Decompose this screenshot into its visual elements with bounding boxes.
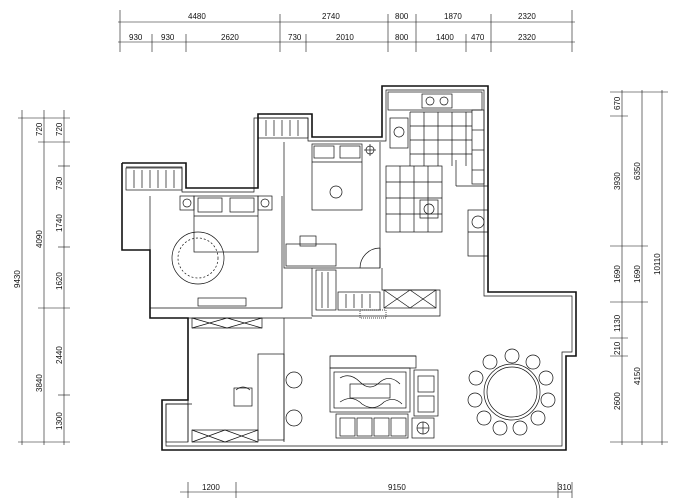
dim-top-1-3: 800 [395,12,409,21]
interior-walls [149,142,488,442]
right-dimension-chain: 670 3930 1690 1130 210 2600 6350 1690 41… [610,90,668,445]
dim-right-inner-1: 670 [613,96,622,110]
bed-bedroom2 [311,143,376,211]
shoe-cabinet [315,269,437,319]
desk-bedroom2 [285,235,337,267]
study-desk [233,353,285,441]
dim-top-2-6: 800 [395,33,409,42]
study-balcony [165,403,189,443]
dim-left-inner-2: 730 [55,176,64,190]
bathroom-tiles [386,166,442,232]
dim-left-inner-4: 1620 [55,272,64,290]
wardrobe-bedroom2 [257,117,309,139]
dim-bottom-3: 310 [558,483,572,492]
dim-left-inner-3: 1740 [55,214,64,232]
study-cabinet-top [191,317,263,329]
dim-right-mid-2: 1690 [633,265,642,283]
kitchen-counter [387,91,485,185]
bar-stools [285,371,303,427]
dim-left-mid-1: 720 [35,122,44,136]
top-dimension-chain: 4480 2740 800 1870 2320 930 930 2620 730… [118,10,575,52]
wardrobe-bedroom1 [125,167,183,191]
door-swing-bedroom2 [359,247,381,269]
dim-left-mid-2: 4090 [35,230,44,248]
dim-top-1-5: 2320 [518,12,536,21]
sofa-main [335,413,409,439]
dining-table [483,363,541,421]
dim-top-2-5: 2010 [336,33,354,42]
dim-top-1-2: 2740 [322,12,340,21]
dim-top-2-4: 730 [288,33,302,42]
bed-bedroom1 [179,195,273,253]
dim-left-inner-6: 1300 [55,412,64,430]
living-rug [329,367,411,413]
dim-left-outer: 9430 [13,270,22,288]
dim-top-1-4: 1870 [444,12,462,21]
dim-right-inner-3: 1690 [613,265,622,283]
left-dimension-chain: 720 730 1740 1620 2440 1300 720 4090 384… [13,110,70,445]
dim-right-inner-6: 2600 [613,392,622,410]
sofa-side [411,369,439,439]
dim-left-inner-5: 2440 [55,346,64,364]
dining-chairs [467,348,556,436]
dim-right-inner-2: 3930 [613,172,622,190]
dim-top-2-2: 930 [161,33,175,42]
dim-left-inner-1: 720 [55,122,64,136]
study-cabinet-bottom [191,429,259,443]
dim-right-mid-1: 6350 [633,162,642,180]
dim-top-2-8: 470 [471,33,485,42]
dim-right-inner-4: 1130 [613,314,622,332]
desk-bedroom1 [197,297,247,307]
dim-left-mid-3: 3840 [35,374,44,392]
round-rug-bedroom1 [171,231,225,285]
dim-bottom-2: 9150 [388,483,406,492]
dim-top-2-7: 1400 [436,33,454,42]
dim-right-outer: 10110 [653,253,662,275]
dim-top-1-1: 4480 [188,12,206,21]
dim-top-2-9: 2320 [518,33,536,42]
fridge [467,209,489,257]
dim-top-2-1: 930 [129,33,143,42]
bottom-dimension-chain: 1200 9150 310 [180,482,573,498]
dim-right-mid-3: 4150 [633,367,642,385]
tv-cabinet [329,355,417,369]
kitchen-tiles [409,111,472,166]
dim-right-inner-5: 210 [613,341,622,355]
dim-top-2-3: 2620 [221,33,239,42]
dim-bottom-1: 1200 [202,483,220,492]
